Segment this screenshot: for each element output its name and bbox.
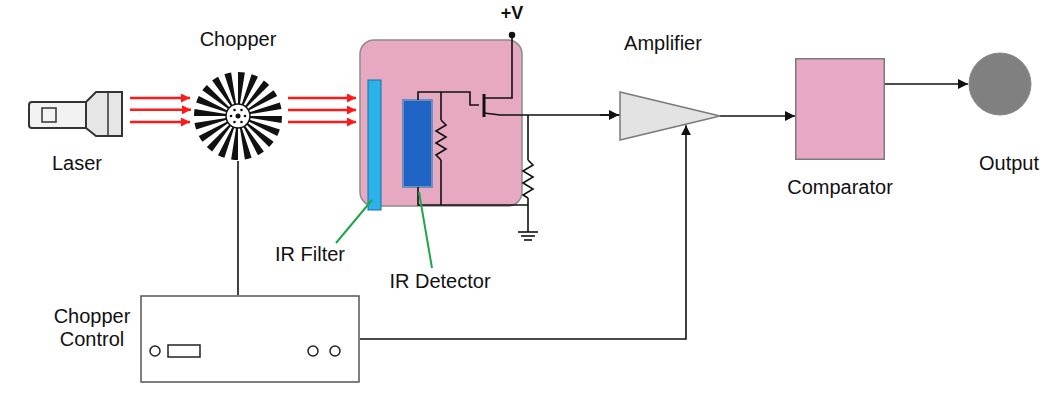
ir-filter [368,80,381,210]
node-label: Output [979,152,1039,175]
detector-housing [360,40,522,206]
signal-wire [600,114,619,116]
amplifier-symbol-outline [620,92,720,140]
part-label: IR Filter [275,243,345,266]
comparator-box: Comparator [795,58,885,160]
node-label: Amplifier [624,32,702,55]
node-label: Laser [52,152,102,175]
amplifier-symbol: Amplifier [620,92,720,140]
supply-label: +V [501,3,524,24]
chopper-wheel-outline [193,71,283,161]
output-indicator: Output [968,52,1032,116]
ir-detector [403,100,432,187]
signal-line [237,161,239,295]
signal-line [360,125,686,339]
laser-beam [130,109,191,112]
signal-line [885,83,968,85]
detector-circuit [418,33,620,241]
node-label: Comparator [787,176,893,199]
leader-line [336,192,432,268]
laser-source: Laser [28,88,126,140]
comparator-box-outline [795,58,885,160]
laser-source-outline [28,88,126,140]
chopper-control: Chopper Control [140,295,360,383]
output-indicator-outline [968,52,1032,116]
chopper-wheel: Chopper [193,71,283,161]
node-label: Chopper [200,28,277,51]
node-label: Chopper Control [46,305,138,351]
part-label: IR Detector [389,270,490,293]
chopper-control-outline [140,295,360,383]
signal-line [720,115,795,117]
